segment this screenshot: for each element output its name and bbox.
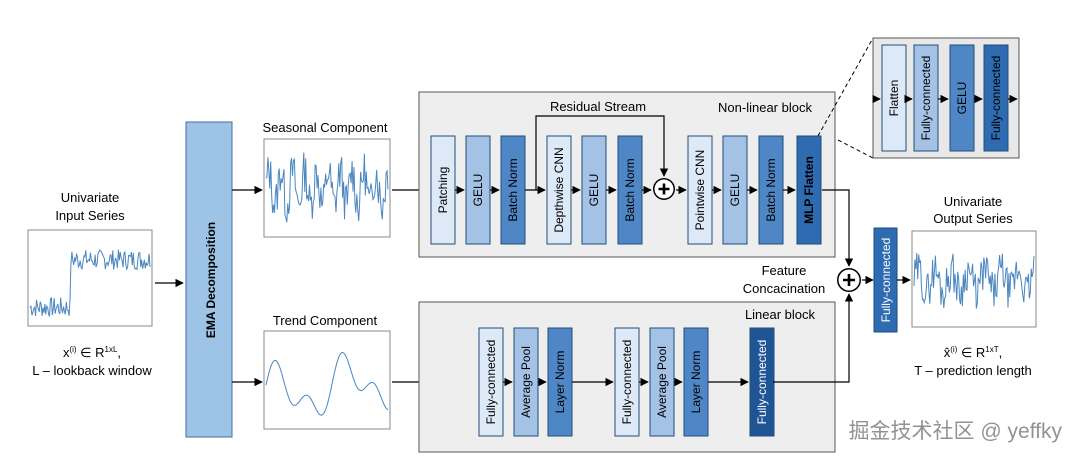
seasonal-series-line	[265, 152, 389, 223]
residual-stream-label: Residual Stream	[550, 99, 646, 114]
input-title-line1: Univariate	[61, 190, 120, 205]
ema-decomposition-block	[185, 121, 233, 438]
feature-concat-plus-icon	[837, 268, 861, 292]
linear-layer-2-average-pool	[513, 327, 539, 437]
nonlinear-block-label: Non-linear block	[718, 100, 812, 115]
concat-label-line2: Concacination	[743, 281, 825, 296]
zoom-layer-3-gelu	[949, 44, 975, 152]
zoom-layer-4-fully-connected	[983, 44, 1009, 152]
linear-layer-6-label: Layer Norm	[689, 351, 703, 414]
watermark: 掘金技术社区 @ yeffky	[849, 420, 1063, 443]
nonlinear-layer-5-gelu	[581, 135, 607, 245]
arrow-linear-to-concat	[773, 293, 854, 383]
output-title-line1: Univariate	[944, 194, 1003, 209]
nonlinear-layer-9-label: Batch Norm	[764, 158, 778, 221]
residual-add-icon	[653, 178, 675, 200]
output-series-line	[913, 252, 1035, 309]
input-formula: x(i) ∈ R1xL,	[63, 345, 121, 360]
nonlinear-layer-1-patching	[430, 135, 456, 245]
output-caption: T – prediction length	[914, 363, 1032, 378]
nonlinear-layer-2-label: GELU	[471, 174, 485, 207]
nonlinear-layer-6-batch-norm	[617, 135, 643, 245]
ema-decomposition-label: EMA Decomposition	[204, 222, 218, 338]
nonlinear-layer-3-batch-norm	[500, 135, 526, 245]
nonlinear-layer-5-label: GELU	[587, 174, 601, 207]
linear-layer-6-layer-norm	[683, 327, 709, 437]
nonlinear-layer-4-depthwise-cnn	[546, 135, 572, 245]
seasonal-plot-frame	[263, 138, 391, 238]
zoom-layer-1-label: Flatten	[887, 80, 901, 117]
input-caption: L – lookback window	[32, 363, 152, 378]
zoom-layer-3-label: GELU	[955, 82, 969, 115]
nonlinear-layer-7-label: Pointwise CNN	[693, 150, 707, 231]
zoom-guide-top	[817, 37, 874, 137]
output-title-line2: Output Series	[933, 211, 1013, 226]
concat-label-line1: Feature	[762, 263, 807, 278]
residual-stream-arrow	[535, 115, 669, 190]
linear-layer-2-label: Average Pool	[519, 346, 533, 418]
linear-layer-7-label: Fully-connected	[755, 340, 769, 425]
nonlinear-layer-3-label: Batch Norm	[506, 158, 520, 221]
nonlinear-layer-7-pointwise-cnn	[687, 135, 713, 245]
output-formula: x̂(i) ∈ R1xT,	[944, 345, 1003, 360]
seasonal-component-label: Seasonal Component	[262, 120, 387, 135]
nonlinear-layer-10-mlp-flatten	[796, 135, 822, 245]
zoom-guide-bottom	[837, 139, 874, 159]
linear-layer-3-label: Layer Norm	[553, 351, 567, 414]
nonlinear-layer-8-label: GELU	[728, 174, 742, 207]
linear-layer-3-layer-norm	[547, 327, 573, 437]
nonlinear-layer-8-gelu	[722, 135, 748, 245]
nonlinear-layer-10-label: MLP Flatten	[802, 156, 816, 224]
output-fully-connected-label: Fully-connected	[879, 238, 893, 323]
nonlinear-layer-2-gelu	[465, 135, 491, 245]
linear-block-label: Linear block	[745, 307, 816, 322]
nonlinear-layer-4-label: Depthwise CNN	[552, 147, 566, 232]
zoom-layer-stack: Flatten Fully-connected GELU Fully-connecte…	[881, 44, 1009, 152]
nonlinear-layer-stack: Patching GELU Batch Norm Depthwise CNN GELU B…	[430, 135, 822, 245]
input-series-plot-frame	[27, 229, 153, 327]
zoom-layer-4-label: Fully-connected	[989, 56, 1003, 141]
linear-layer-7-fully-connected	[749, 327, 775, 437]
linear-layer-5-average-pool	[649, 327, 675, 437]
arrow-nonlinear-to-concat	[822, 189, 854, 267]
linear-layer-4-label: Fully-connected	[620, 340, 634, 425]
trend-series-line	[265, 351, 389, 416]
input-title-line2: Input Series	[55, 208, 125, 223]
linear-layer-5-label: Average Pool	[655, 346, 669, 418]
linear-layer-1-fully-connected	[478, 327, 504, 437]
nonlinear-layer-1-label: Patching	[436, 167, 450, 214]
input-series-line	[29, 249, 151, 317]
zoom-layer-2-fully-connected	[913, 44, 939, 152]
zoom-layer-1-flatten	[881, 44, 907, 152]
linear-layer-1-label: Fully-connected	[484, 340, 498, 425]
trend-plot-frame	[263, 330, 391, 430]
trend-component-label: Trend Component	[273, 313, 378, 328]
nonlinear-layer-6-label: Batch Norm	[623, 158, 637, 221]
zoom-layer-2-label: Fully-connected	[919, 56, 933, 141]
